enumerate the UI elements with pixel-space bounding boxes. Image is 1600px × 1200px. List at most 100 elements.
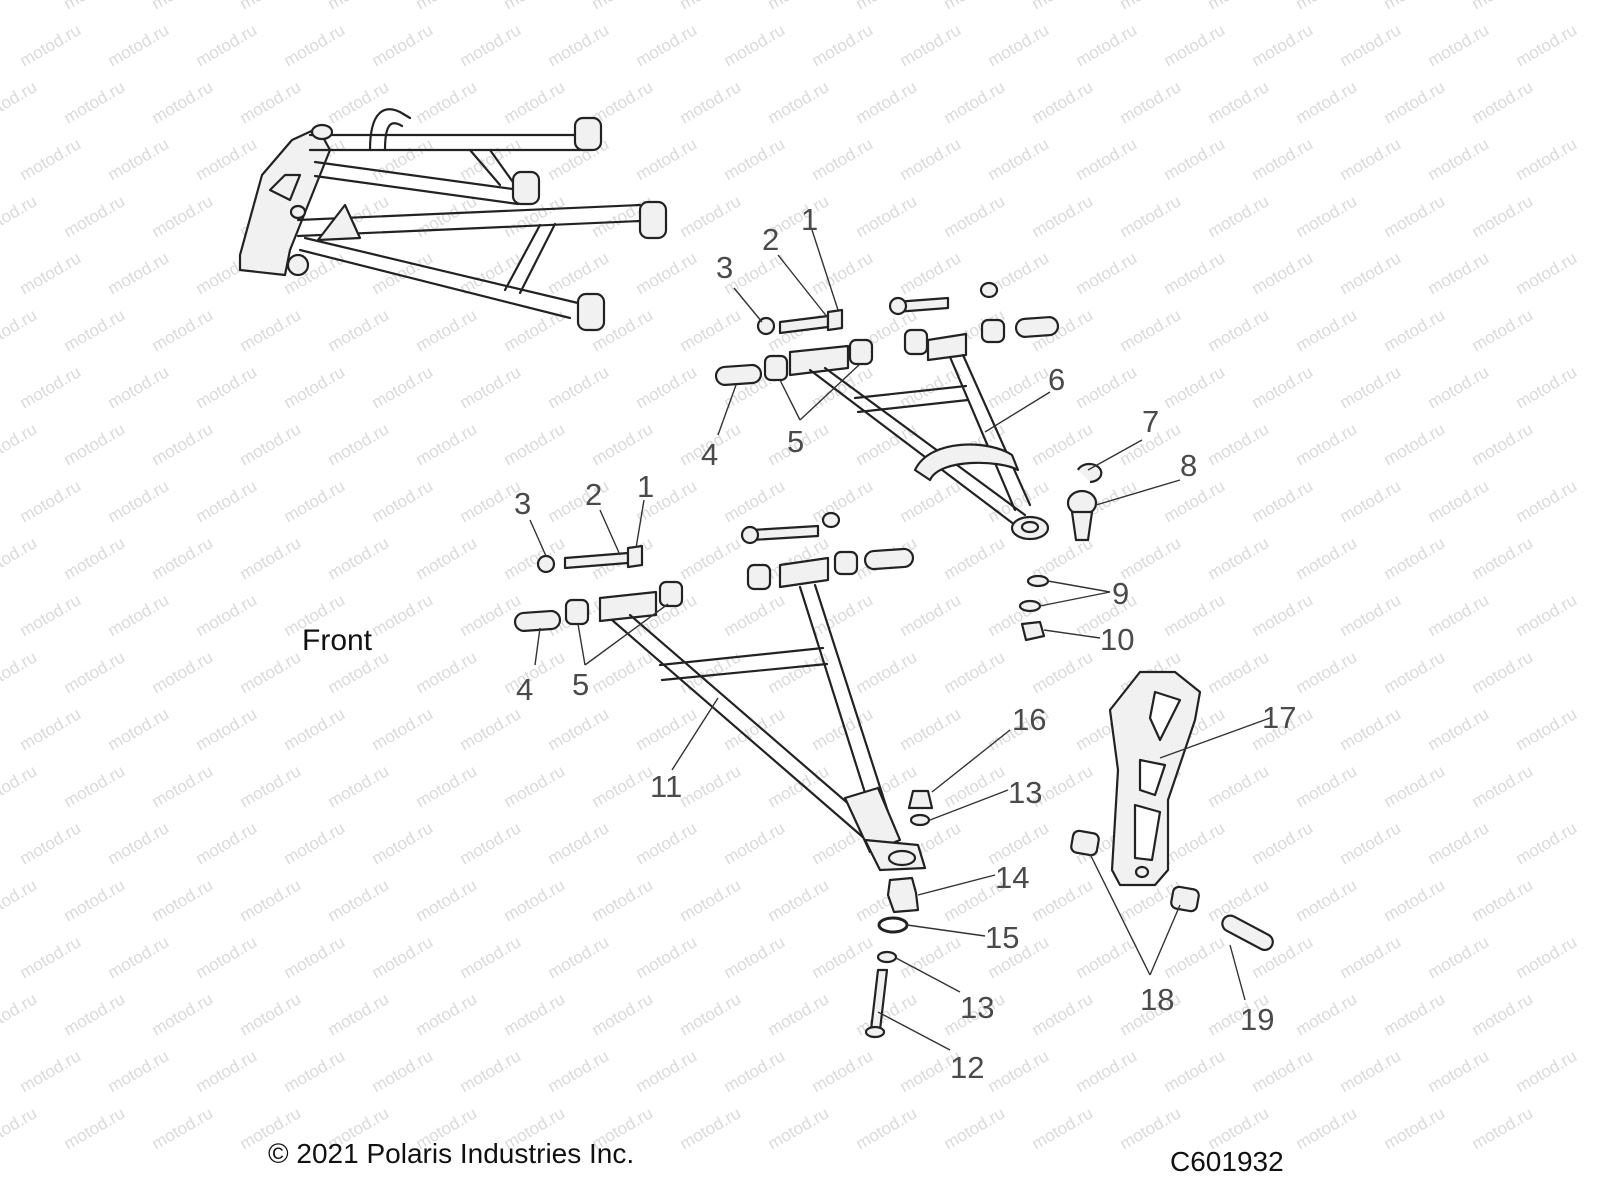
watermark-text: motod.ru: [413, 989, 481, 1039]
watermark-text: motod.ru: [853, 77, 921, 127]
watermark-text: motod.ru: [545, 1046, 613, 1096]
upper-a-arm-group: [714, 281, 1103, 542]
watermark-text: motod.ru: [1293, 77, 1361, 127]
washer-13-lower: [876, 950, 898, 964]
watermark-text: motod.ru: [1381, 875, 1449, 925]
watermark-text: motod.ru: [633, 134, 701, 184]
watermark-text: motod.ru: [1469, 0, 1537, 13]
watermark-text: motod.ru: [1513, 20, 1581, 70]
watermark-text: motod.ru: [545, 704, 613, 754]
watermark-text: motod.ru: [61, 1103, 129, 1153]
watermark-text: motod.ru: [1293, 419, 1361, 469]
watermark-text: motod.ru: [1381, 647, 1449, 697]
watermark-text: motod.ru: [677, 1103, 745, 1153]
watermark-text: motod.ru: [149, 989, 217, 1039]
watermark-text: motod.ru: [897, 932, 965, 982]
callout-18: 18: [1140, 982, 1174, 1017]
watermark-text: motod.ru: [149, 0, 217, 13]
callout-2-lower: 2: [585, 477, 602, 512]
watermark-text: motod.ru: [1293, 647, 1361, 697]
washer-13-upper: [909, 813, 931, 827]
callout-13-upper: 13: [1008, 775, 1042, 810]
watermark-text: motod.ru: [1337, 1046, 1405, 1096]
watermark-text: motod.ru: [721, 932, 789, 982]
watermark-text: motod.ru: [61, 77, 129, 127]
bolt-head-right-lower: [740, 525, 760, 545]
watermark-text: motod.ru: [941, 191, 1009, 241]
watermark-text: motod.ru: [677, 305, 745, 355]
watermark-text: motod.ru: [721, 704, 789, 754]
watermark-text: motod.ru: [853, 647, 921, 697]
watermark-text: motod.ru: [61, 305, 129, 355]
watermark-text: motod.ru: [1381, 533, 1449, 583]
watermark-text: motod.ru: [1293, 0, 1361, 13]
watermark-text: motod.ru: [457, 20, 525, 70]
drawing-code: C601932: [1170, 1146, 1284, 1177]
bushing-right-upper-b: [980, 318, 1006, 344]
watermark-text: motod.ru: [1381, 419, 1449, 469]
ball-joint-8: [1066, 489, 1098, 542]
watermark-text: motod.ru: [1337, 818, 1405, 868]
watermark-text: motod.ru: [0, 647, 40, 697]
watermark-text: motod.ru: [985, 362, 1053, 412]
watermark-text: motod.ru: [765, 875, 833, 925]
callout-3-lower: 3: [514, 486, 531, 521]
watermark-text: motod.ru: [1029, 77, 1097, 127]
watermark-text: motod.ru: [413, 875, 481, 925]
pivot-tube-right-lower: [863, 547, 915, 571]
watermark-text: motod.ru: [1029, 647, 1097, 697]
assembled-suspension-overview: [238, 108, 668, 332]
watermark-text: motod.ru: [853, 1103, 921, 1153]
watermark-text: motod.ru: [721, 1046, 789, 1096]
watermark-text: motod.ru: [17, 248, 85, 298]
callout-9: 9: [1112, 576, 1129, 611]
watermark-text: motod.ru: [17, 134, 85, 184]
watermark-text: motod.ru: [941, 77, 1009, 127]
watermark-text: motod.ru: [1513, 818, 1581, 868]
watermark-text: motod.ru: [0, 77, 40, 127]
watermark-text: motod.ru: [589, 989, 657, 1039]
watermark-text: motod.ru: [369, 476, 437, 526]
watermark-text: motod.ru: [149, 1103, 217, 1153]
watermark-text: motod.ru: [281, 248, 349, 298]
watermark-text: motod.ru: [1161, 818, 1229, 868]
callout-19: 19: [1240, 1002, 1274, 1037]
watermark-text: motod.ru: [897, 248, 965, 298]
watermark-text: motod.ru: [1293, 761, 1361, 811]
watermark-text: motod.ru: [149, 305, 217, 355]
watermark-text: motod.ru: [1249, 818, 1317, 868]
watermark-text: motod.ru: [149, 419, 217, 469]
watermark-text: motod.ru: [1469, 305, 1537, 355]
callout-13-lower: 13: [960, 990, 994, 1025]
watermark-text: motod.ru: [17, 1046, 85, 1096]
watermark-text: motod.ru: [1469, 419, 1537, 469]
watermark-text: motod.ru: [325, 305, 393, 355]
watermark-text: motod.ru: [633, 362, 701, 412]
watermark-text: motod.ru: [633, 704, 701, 754]
watermark-text: motod.ru: [237, 0, 305, 13]
watermark-text: motod.ru: [61, 191, 129, 241]
watermark-text: motod.ru: [677, 77, 745, 127]
watermark-text: motod.ru: [237, 875, 305, 925]
bolt-head-right-upper: [888, 296, 908, 316]
watermark-text: motod.ru: [325, 761, 393, 811]
watermark-text: motod.ru: [1337, 476, 1405, 526]
watermark-text: motod.ru: [105, 248, 173, 298]
watermark-text: motod.ru: [501, 0, 569, 13]
watermark-text: motod.ru: [1073, 134, 1141, 184]
watermark-text: motod.ru: [105, 362, 173, 412]
watermark-text: motod.ru: [1513, 1046, 1581, 1096]
watermark-text: motod.ru: [369, 818, 437, 868]
watermark-text: motod.ru: [105, 704, 173, 754]
watermark-text: motod.ru: [457, 590, 525, 640]
watermark-text: motod.ru: [721, 818, 789, 868]
watermark-text: motod.ru: [1293, 533, 1361, 583]
watermark-text: motod.ru: [809, 248, 877, 298]
watermark-text: motod.ru: [897, 704, 965, 754]
watermark-text: motod.ru: [325, 419, 393, 469]
watermark-text: motod.ru: [1469, 761, 1537, 811]
watermark-text: motod.ru: [17, 476, 85, 526]
watermark-text: motod.ru: [1205, 77, 1273, 127]
